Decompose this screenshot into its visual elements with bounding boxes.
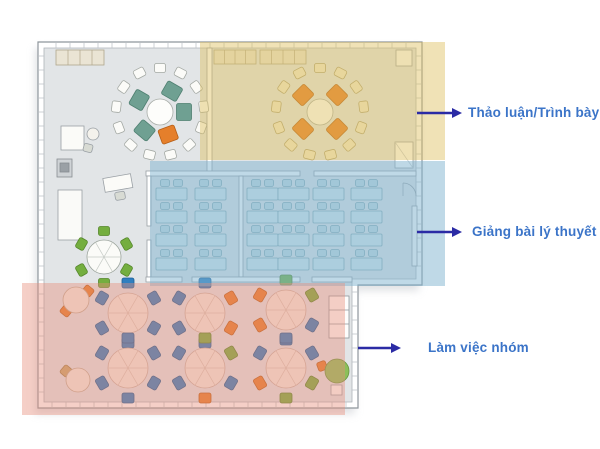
zone-label-lecture: Giảng bài lý thuyết <box>472 224 597 239</box>
zone-label-discussion: Thảo luận/Trình bày <box>468 105 600 120</box>
arrow-icon-discussion <box>417 108 462 118</box>
zone-arrows <box>358 108 462 353</box>
zone-overlay-groupwork <box>22 283 345 415</box>
arrow-icon-groupwork <box>358 343 401 353</box>
zone-overlay-discussion <box>200 42 445 160</box>
zone-overlay-lecture <box>150 161 445 286</box>
arrow-icon-lecture <box>417 227 462 237</box>
zone-overlays <box>22 42 445 415</box>
zone-label-groupwork: Làm việc nhóm <box>428 340 529 355</box>
